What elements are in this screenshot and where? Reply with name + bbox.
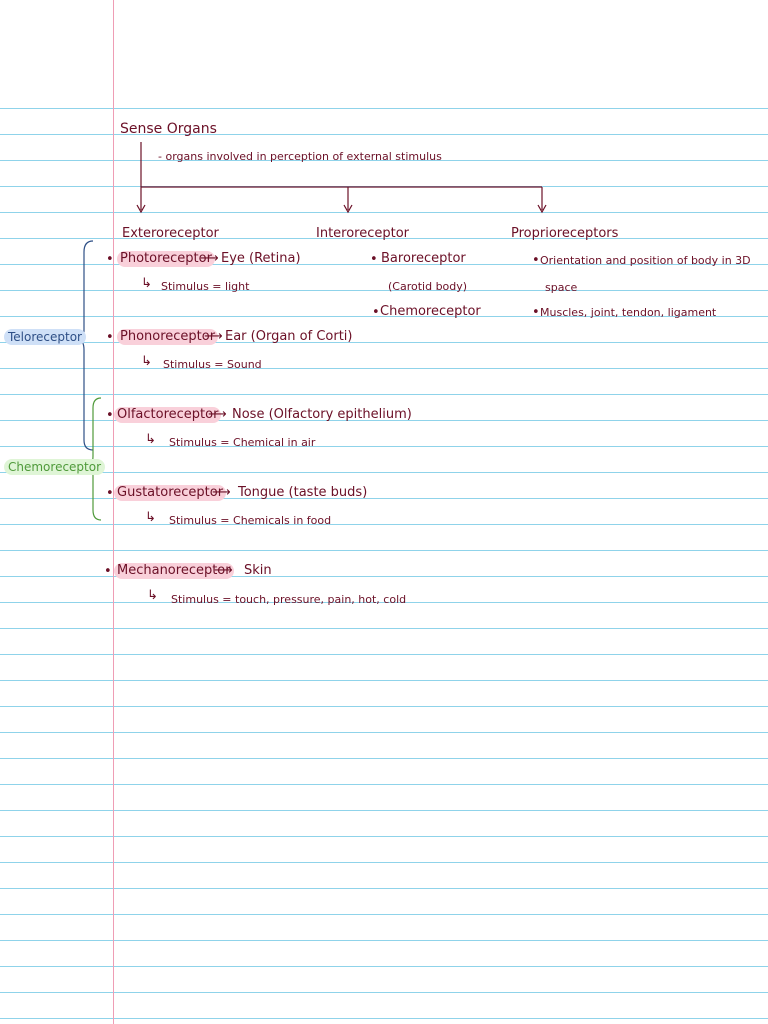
bullet-icon: • xyxy=(532,305,540,320)
bullet-icon: • xyxy=(104,564,112,579)
proprio-space-text: space xyxy=(545,281,578,294)
hook-arrow-icon: ↳ xyxy=(145,510,156,525)
receptor-organ: Eye (Retina) xyxy=(221,251,301,266)
proprio-orientation-text: Orientation and position of body in 3D xyxy=(540,254,751,267)
chemoreceptor-text: Chemoreceptor xyxy=(380,304,481,319)
arrow-icon: ⟶ xyxy=(204,329,223,344)
heading-interoreceptor: Interoreceptor xyxy=(316,226,410,241)
receptor-name: Olfactoreceptor xyxy=(114,407,222,423)
receptor-stimulus: Stimulus = Sound xyxy=(163,358,262,371)
margin-line xyxy=(113,0,114,1024)
hook-arrow-icon: ↳ xyxy=(145,432,156,447)
baroreceptor-text: Baroreceptor xyxy=(381,251,466,266)
bullet-icon: • xyxy=(106,486,114,501)
bullet-icon: • xyxy=(106,408,114,423)
receptor-name: Gustatoreceptor xyxy=(114,485,227,501)
receptor-stimulus: Stimulus = Chemical in air xyxy=(169,436,316,449)
bullet-icon: • xyxy=(370,252,378,267)
hook-arrow-icon: ↳ xyxy=(141,276,152,291)
bullet-icon: • xyxy=(532,253,540,268)
receptor-organ: Skin xyxy=(244,563,272,578)
receptor-stimulus: Stimulus = touch, pressure, pain, hot, c… xyxy=(171,593,407,606)
bullet-icon: • xyxy=(106,330,114,345)
arrow-icon: ⟶ xyxy=(212,485,231,500)
page-title: Sense Organs xyxy=(120,121,217,137)
teloreceptor-label: Teloreceptor xyxy=(4,329,86,345)
heading-exteroreceptor: Exteroreceptor xyxy=(122,226,219,241)
page-header-blank xyxy=(0,0,768,108)
receptor-name: Photoreceptor xyxy=(117,251,215,267)
arrow-icon: ⟶ xyxy=(214,563,233,578)
chemoreceptor-label: Chemoreceptor xyxy=(4,459,106,475)
carotid-body-note: (Carotid body) xyxy=(388,280,468,293)
receptor-name: Phonoreceptor xyxy=(117,329,219,345)
definition-text: - organs involved in perception of exter… xyxy=(158,150,442,163)
bullet-icon: • xyxy=(372,305,380,320)
arrowhead-proprio xyxy=(537,204,547,214)
receptor-organ: Nose (Olfactory epithelium) xyxy=(232,407,412,422)
arrow-icon: ⟶ xyxy=(208,407,227,422)
receptor-organ: Tongue (taste buds) xyxy=(238,485,368,500)
bullet-icon: • xyxy=(106,252,114,267)
receptor-stimulus: Stimulus = Chemicals in food xyxy=(169,514,332,527)
receptor-name: Mechanoreceptor xyxy=(114,563,234,579)
receptor-organ: Ear (Organ of Corti) xyxy=(225,329,353,344)
heading-proprioreceptors: Proprioreceptors xyxy=(511,226,619,241)
arrowhead-intero xyxy=(343,204,353,214)
receptor-stimulus: Stimulus = light xyxy=(161,280,250,293)
hook-arrow-icon: ↳ xyxy=(141,354,152,369)
proprio-muscles-text: Muscles, joint, tendon, ligament xyxy=(540,306,717,319)
teloreceptor-brace xyxy=(77,240,94,451)
arrowhead-extero xyxy=(136,204,146,214)
arrow-icon: ⟶ xyxy=(200,251,219,266)
hook-arrow-icon: ↳ xyxy=(147,588,158,603)
